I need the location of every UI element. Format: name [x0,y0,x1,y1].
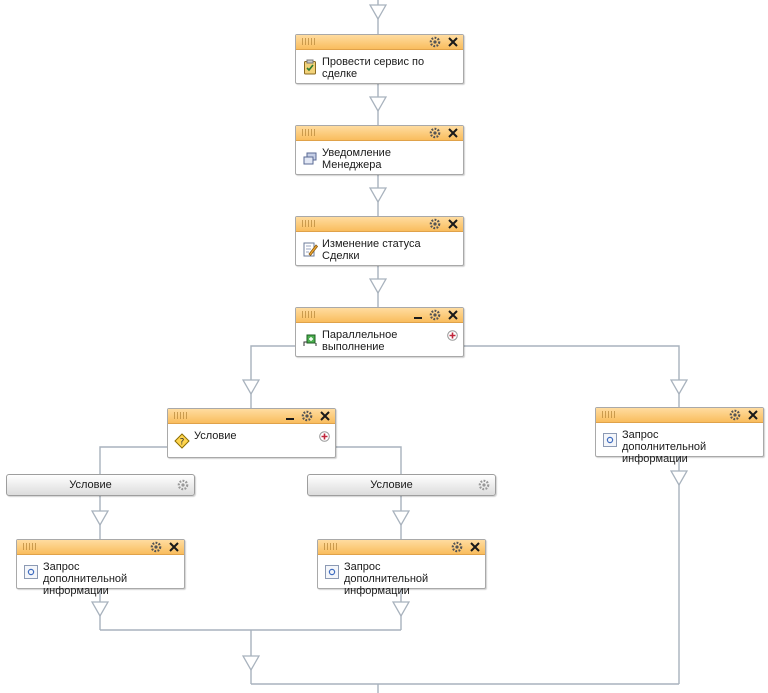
condition-diamond-icon: ? [174,433,190,449]
drag-grip-icon[interactable] [23,543,37,550]
drag-grip-icon[interactable] [324,543,338,550]
block-label: Условие [194,430,237,442]
plus-icon[interactable] [447,330,458,341]
info-request-icon [23,564,39,580]
gear-icon[interactable] [428,126,442,140]
branch-label: Условие [370,479,413,491]
minus-icon[interactable] [283,409,297,423]
close-icon[interactable] [446,126,460,140]
edit-document-icon [302,241,319,257]
close-icon[interactable] [468,540,482,554]
notify-manager-block[interactable]: Уведомление Менеджера [295,125,464,175]
drag-grip-icon[interactable] [174,412,188,419]
branch-condition-left[interactable]: Условие [6,474,195,496]
drag-grip-icon[interactable] [302,129,316,136]
gear-icon[interactable] [477,478,491,492]
close-icon[interactable] [446,35,460,49]
block-header[interactable] [168,409,335,424]
close-icon[interactable] [167,540,181,554]
notification-stack-icon [302,150,318,166]
info-request-icon [324,564,340,580]
condition-block[interactable]: ? Условие [167,408,336,458]
block-header[interactable] [296,126,463,141]
gear-icon[interactable] [149,540,163,554]
block-header[interactable] [296,217,463,232]
clipboard-task-icon [302,59,318,75]
close-icon[interactable] [446,217,460,231]
plus-icon[interactable] [319,431,330,442]
gear-icon[interactable] [450,540,464,554]
block-header[interactable] [17,540,184,555]
close-icon[interactable] [746,408,760,422]
svg-text:?: ? [180,438,185,448]
gear-icon[interactable] [176,478,190,492]
block-header[interactable] [596,408,763,423]
block-header[interactable] [296,35,463,50]
close-icon[interactable] [446,308,460,322]
drag-grip-icon[interactable] [302,38,316,45]
drag-grip-icon[interactable] [602,411,616,418]
close-icon[interactable] [318,409,332,423]
gear-icon[interactable] [728,408,742,422]
minus-icon[interactable] [411,308,425,322]
drag-grip-icon[interactable] [302,311,316,318]
block-label: Уведомление Менеджера [322,147,391,171]
block-header[interactable] [318,540,485,555]
branch-label: Условие [69,479,112,491]
info-request-icon [602,432,618,448]
block-header[interactable] [296,308,463,323]
branch-condition-right[interactable]: Условие [307,474,496,496]
parallel-split-icon [302,332,318,348]
drag-grip-icon[interactable] [302,220,316,227]
gear-icon[interactable] [300,409,314,423]
gear-icon[interactable] [428,308,442,322]
gear-icon[interactable] [428,217,442,231]
gear-icon[interactable] [428,35,442,49]
